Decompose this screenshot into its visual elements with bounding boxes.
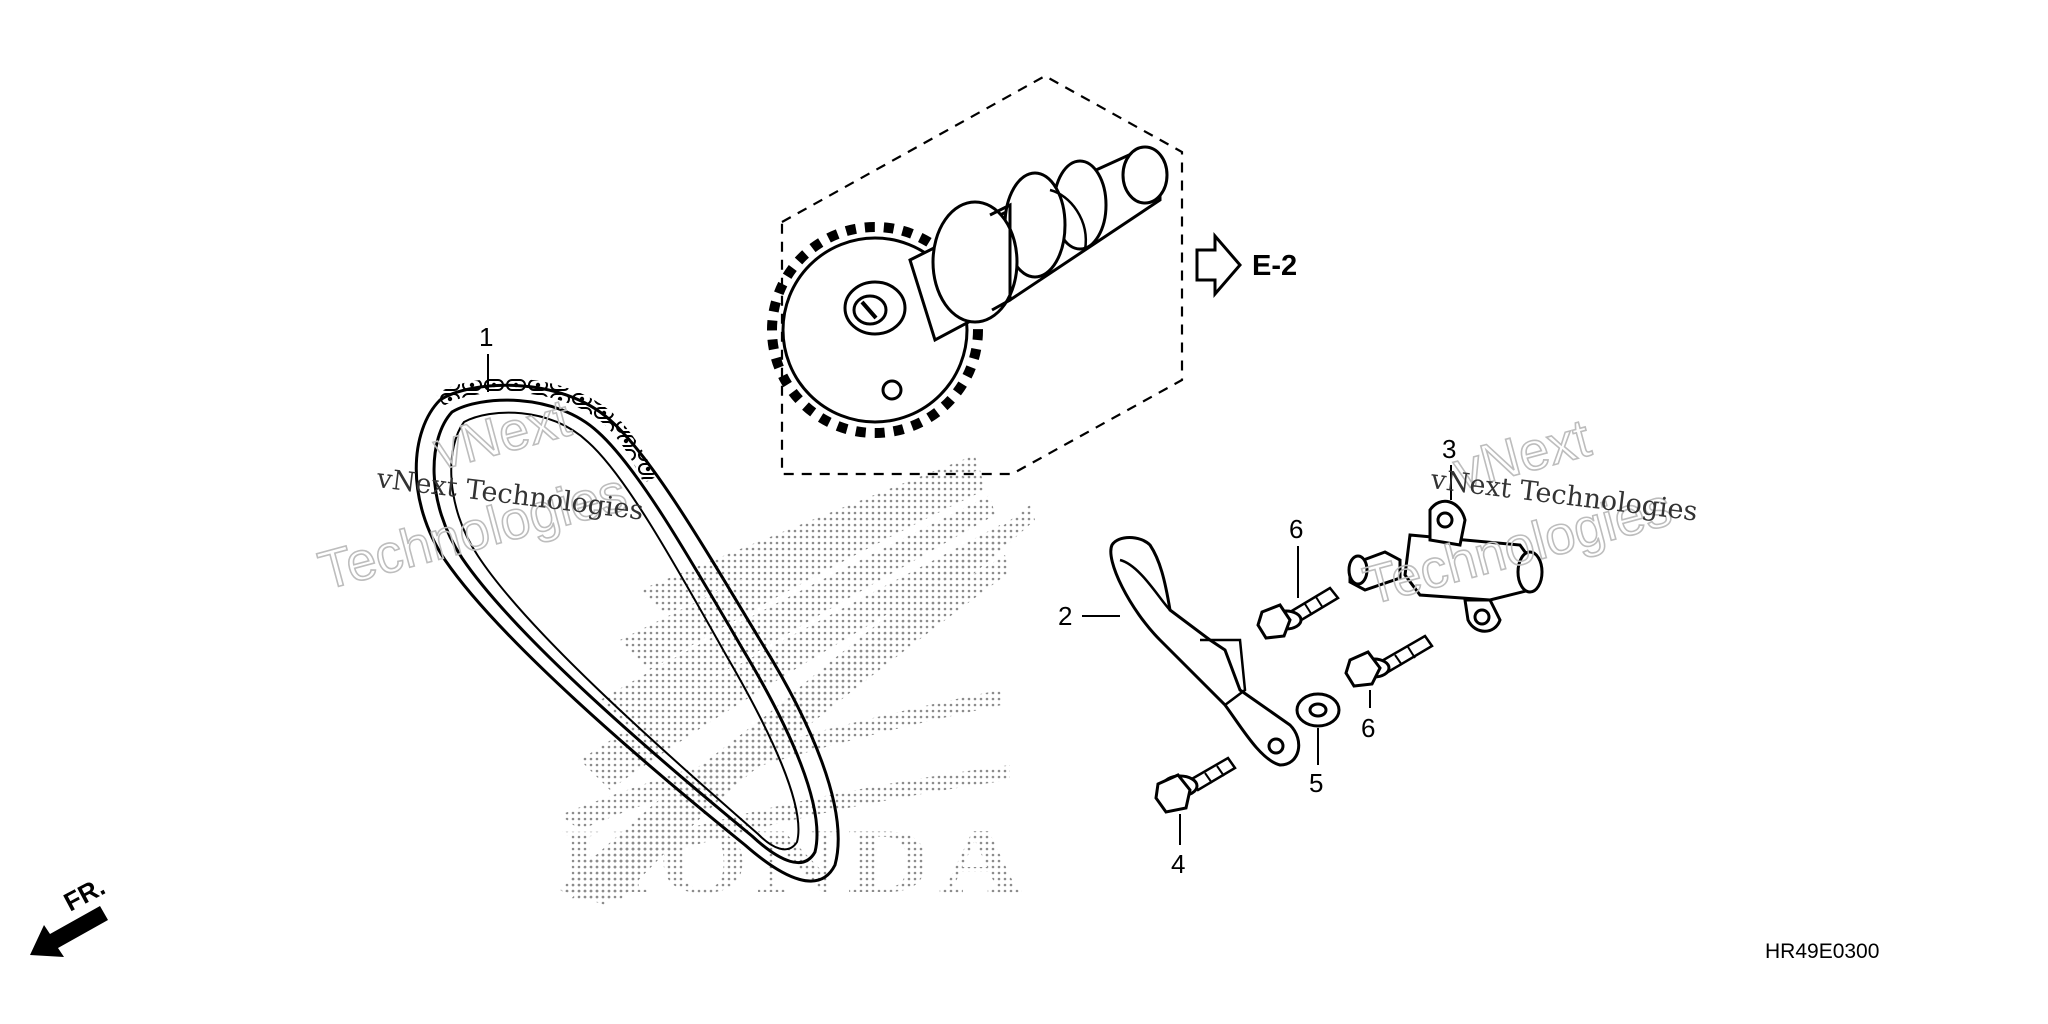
reference-arrow-icon xyxy=(1195,231,1242,299)
cam-chain xyxy=(414,378,840,883)
washer xyxy=(1295,692,1341,728)
camshaft xyxy=(767,145,1169,438)
flange-bolt-upper xyxy=(1256,586,1340,640)
tensioner-arm xyxy=(1109,536,1301,767)
reference-label: E-2 xyxy=(1252,250,1297,282)
callout-1: 1 xyxy=(479,322,493,352)
callout-2: 2 xyxy=(1058,601,1072,631)
flange-bolt-lower xyxy=(1344,634,1434,688)
pivot-bolt xyxy=(1154,756,1237,814)
callout-4: 4 xyxy=(1171,849,1185,879)
tensioner-lifter xyxy=(1347,499,1544,633)
diagram-code: HR49E0300 xyxy=(1765,940,1879,963)
callout-6a: 6 xyxy=(1289,514,1303,544)
callout-5: 5 xyxy=(1309,768,1323,798)
front-direction-arrow-icon xyxy=(30,906,108,957)
callout-6b: 6 xyxy=(1361,713,1375,743)
assembly-dashed-outline xyxy=(780,74,1184,476)
callout-3: 3 xyxy=(1442,434,1456,464)
